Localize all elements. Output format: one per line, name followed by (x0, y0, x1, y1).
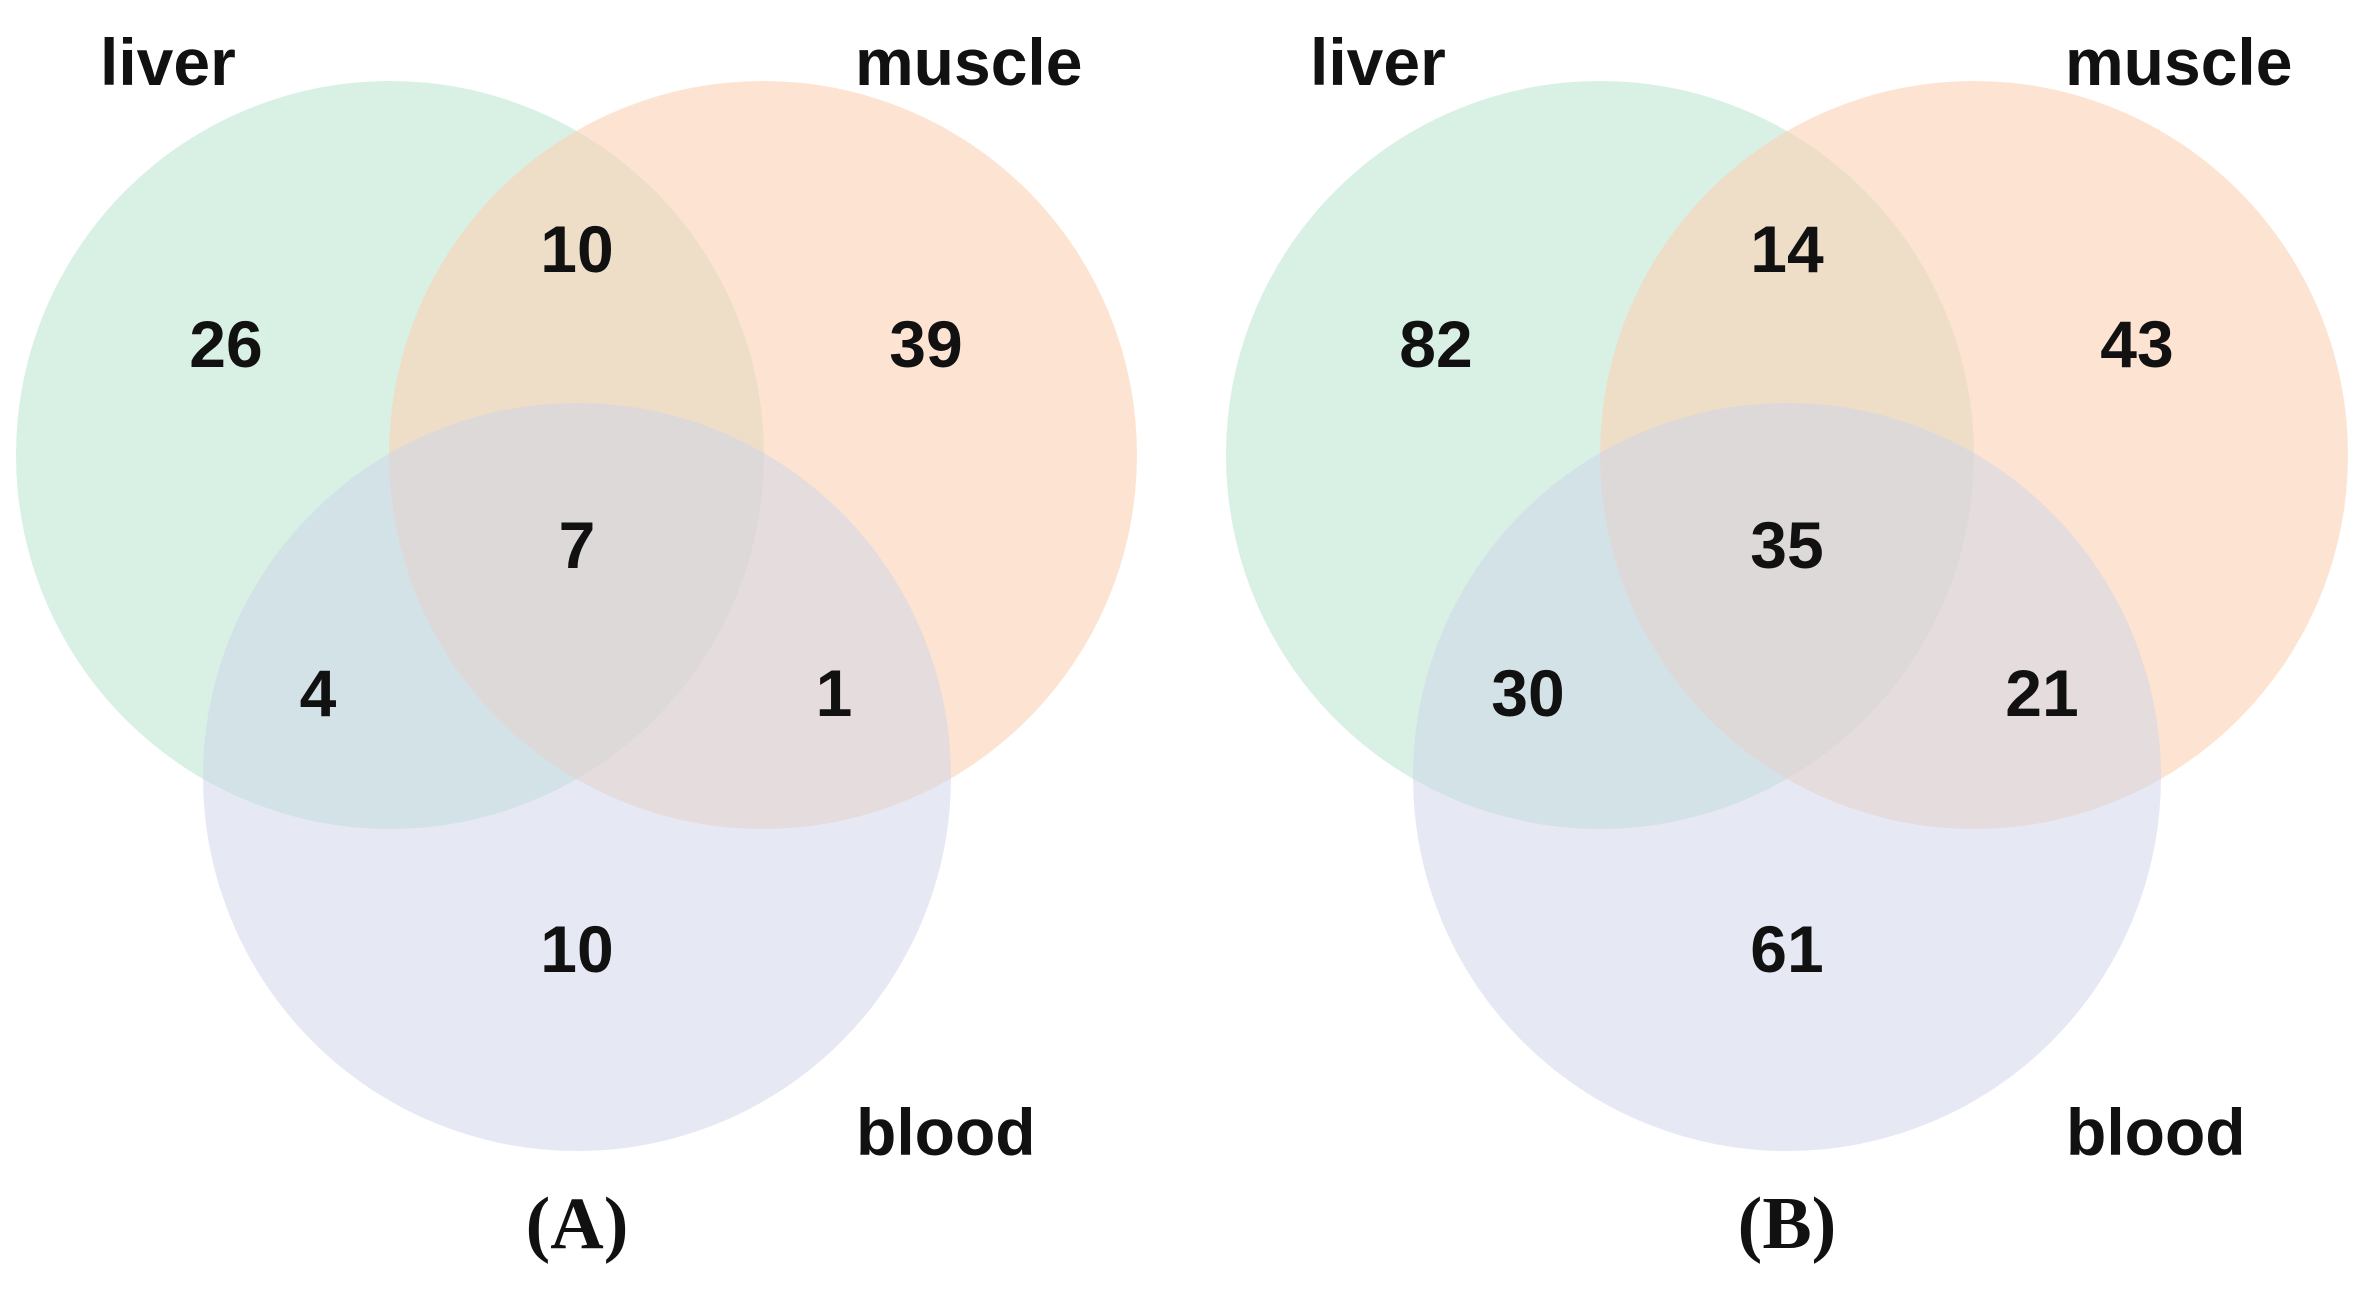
venn-panel-a: liver muscle blood 26 39 10 7 4 1 10 (A) (16, 25, 1137, 1265)
muscle-blood-count: 21 (2005, 656, 2078, 730)
liver-muscle-count: 14 (1750, 212, 1824, 286)
all-three-count: 35 (1750, 508, 1823, 582)
liver-blood-count: 30 (1491, 656, 1564, 730)
venn-panel-b: liver muscle blood 82 43 14 35 30 21 61 … (1226, 25, 2348, 1265)
blood-circle (203, 403, 951, 1151)
liver-blood-count: 4 (300, 656, 337, 730)
panel-a-label: (A) (526, 1183, 629, 1265)
panel-b-label: (B) (1738, 1183, 1837, 1265)
liver-set-label: liver (100, 25, 236, 99)
blood-only-count: 10 (540, 912, 613, 986)
blood-only-count: 61 (1750, 912, 1823, 986)
liver-only-count: 26 (189, 307, 262, 381)
blood-circle (1413, 403, 2161, 1151)
liver-set-label: liver (1310, 25, 1446, 99)
muscle-blood-count: 1 (816, 656, 853, 730)
liver-muscle-count: 10 (540, 212, 613, 286)
blood-set-label: blood (2066, 1095, 2246, 1169)
muscle-only-count: 43 (2100, 307, 2173, 381)
muscle-set-label: muscle (2065, 25, 2292, 99)
liver-only-count: 82 (1399, 307, 1472, 381)
blood-set-label: blood (856, 1095, 1036, 1169)
muscle-set-label: muscle (855, 25, 1082, 99)
all-three-count: 7 (559, 508, 596, 582)
muscle-only-count: 39 (889, 307, 962, 381)
